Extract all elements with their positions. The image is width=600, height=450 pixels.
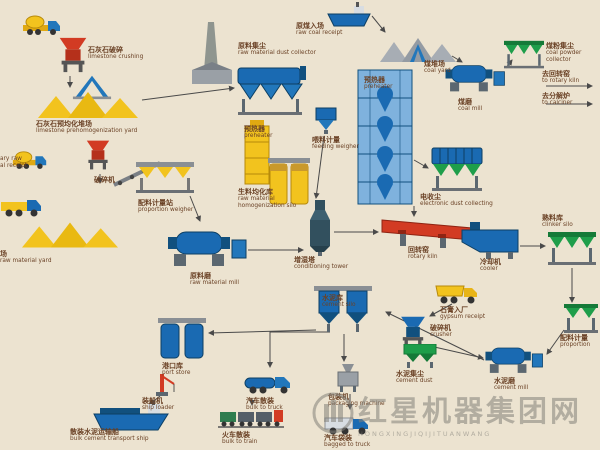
bagged-truck-icon bbox=[324, 417, 368, 435]
crusher2-label: 破碎机 bbox=[94, 176, 115, 184]
limestone-piles-icon bbox=[38, 92, 138, 118]
electrostatic-dust-collector-icon bbox=[431, 147, 483, 191]
raw-mill-icon bbox=[168, 231, 247, 266]
preheater-tower-small-icon bbox=[244, 120, 270, 185]
cement-dust-collector-icon bbox=[403, 344, 437, 368]
crusher-icon bbox=[86, 140, 110, 170]
transport-ship-icon bbox=[93, 400, 169, 431]
proportion-weigher-icon bbox=[136, 162, 194, 193]
cooler-icon bbox=[461, 222, 519, 259]
train-icon bbox=[218, 410, 284, 428]
chimney-icon bbox=[192, 22, 232, 84]
aux-mixer-truck-icon bbox=[12, 151, 47, 169]
coal-piles-icon bbox=[380, 38, 456, 62]
coal-ship-icon bbox=[327, 2, 371, 27]
port-silos-icon bbox=[158, 318, 206, 359]
clinker-silo-icon bbox=[548, 232, 596, 265]
conditioning-tower-icon bbox=[310, 200, 330, 256]
feeding-weigher-icon bbox=[315, 107, 337, 134]
coal-mill-icon bbox=[445, 65, 505, 92]
cement-silos-icon bbox=[314, 286, 372, 332]
limestone-crusher-icon bbox=[59, 37, 87, 73]
label-en: limestone crushing bbox=[88, 54, 144, 61]
raw-dust-collector-icon bbox=[237, 66, 306, 115]
preheater-tower-icon bbox=[357, 69, 413, 205]
ship-loader-icon bbox=[156, 374, 175, 396]
coal-powder-collector-icon bbox=[504, 40, 544, 69]
gypsum-truck-icon bbox=[435, 285, 477, 304]
cement-mill-icon bbox=[485, 347, 543, 373]
label-cn: 石灰石破碎 bbox=[88, 46, 123, 54]
proportion-weigher2-icon bbox=[564, 304, 598, 333]
raw-material-piles-icon bbox=[22, 222, 118, 248]
mixer-truck-icon bbox=[23, 15, 60, 35]
aux-truck-icon bbox=[1, 200, 41, 217]
homogenization-silos-icon bbox=[268, 158, 310, 205]
packaging-machine-icon bbox=[337, 364, 359, 392]
bulk-tanker-truck-icon bbox=[244, 377, 290, 394]
